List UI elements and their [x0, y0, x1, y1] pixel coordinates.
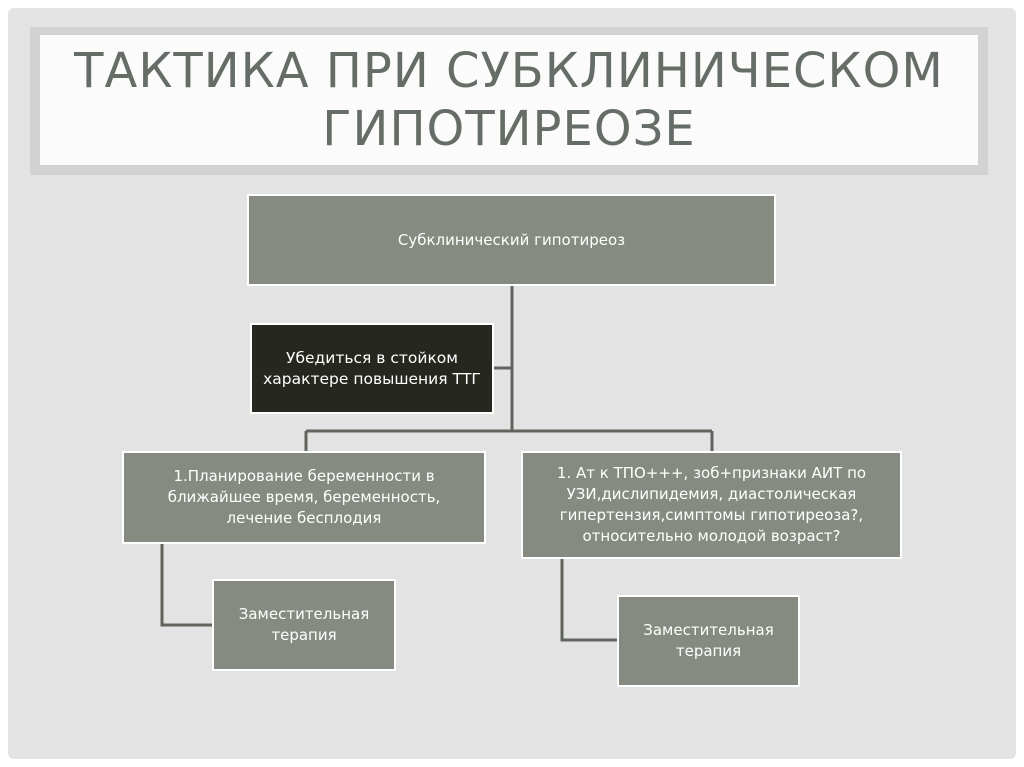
title-line-2: ГИПОТИРЕОЗЕ — [322, 101, 696, 157]
right-branch-line-2: УЗИ,дислипидемия, диастолическая — [566, 485, 857, 503]
left-child-line-1: Заместительная — [238, 605, 370, 623]
left-branch-line-2: ближайшее время, беременность, — [167, 488, 441, 506]
right-branch-line-1: 1. Ат к ТПО+++, зоб+признаки АИТ по — [556, 464, 867, 482]
right-branch-node: 1. Ат к ТПО+++, зоб+признаки АИТ по УЗИ,… — [521, 451, 902, 559]
slide-title: ТАКТИКА ПРИ СУБКЛИНИЧЕСКОМ ГИПОТИРЕОЗЕ — [74, 42, 944, 158]
left-branch-node: 1.Планирование беременности в ближайшее … — [122, 451, 486, 544]
note-line-2: характере повышения ТТГ — [263, 369, 481, 388]
left-child-line-2: терапия — [271, 626, 337, 644]
root-node: Субклинический гипотиреоз — [247, 194, 776, 286]
connector-right-child — [560, 558, 618, 642]
connector-left-child — [160, 542, 213, 627]
note-node: Убедиться в стойком характере повышения … — [250, 323, 494, 414]
left-branch-line-3: лечение бесплодия — [226, 509, 382, 527]
right-branch-line-4: относительно молодой возраст? — [582, 527, 841, 545]
title-frame: ТАКТИКА ПРИ СУБКЛИНИЧЕСКОМ ГИПОТИРЕОЗЕ — [30, 27, 988, 175]
right-child-node: Заместительная терапия — [617, 595, 800, 687]
left-child-node: Заместительная терапия — [212, 579, 396, 671]
right-child-line-1: Заместительная — [643, 621, 774, 639]
right-branch-line-3: гипертензия,симптомы гипотиреоза?, — [559, 506, 864, 524]
title-line-1: ТАКТИКА ПРИ СУБКЛИНИЧЕСКОМ — [74, 43, 944, 99]
right-child-line-2: терапия — [675, 642, 742, 660]
root-node-label: Субклинический гипотиреоз — [397, 230, 626, 249]
left-branch-line-1: 1.Планирование беременности в — [173, 467, 435, 485]
title-panel: ТАКТИКА ПРИ СУБКЛИНИЧЕСКОМ ГИПОТИРЕОЗЕ — [40, 35, 978, 165]
note-line-1: Убедиться в стойком — [286, 348, 458, 367]
